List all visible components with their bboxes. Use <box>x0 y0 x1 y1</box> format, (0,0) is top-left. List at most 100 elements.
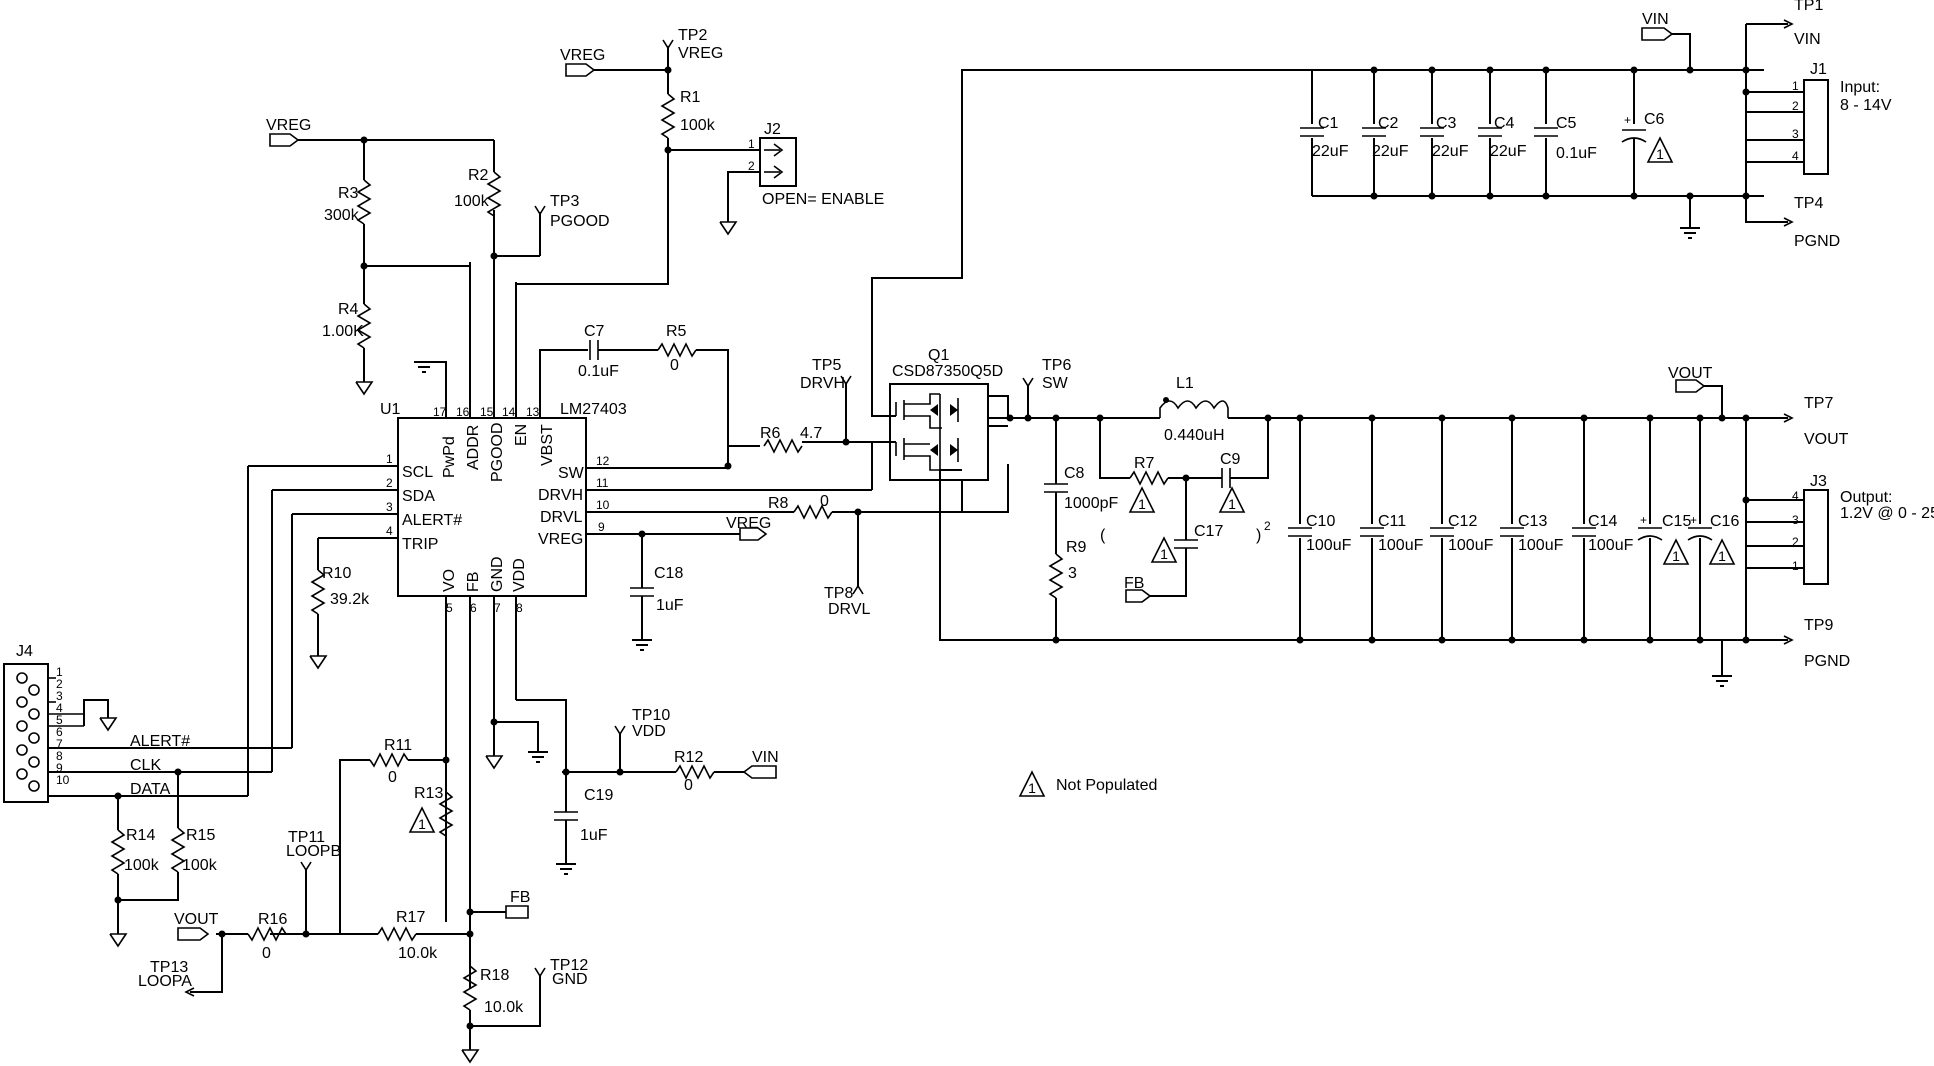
tp13-testpoint[interactable]: TP13 LOOPA <box>138 959 195 997</box>
c10-capacitor[interactable] <box>1288 524 1312 538</box>
l1-inductor[interactable]: L1 0.440uH <box>1159 375 1229 444</box>
superscript-2: 2 <box>1264 519 1271 533</box>
u1-ref-label: U1 <box>380 401 401 418</box>
r17-ref: R17 <box>396 909 425 926</box>
c6-capacitor[interactable]: + <box>1621 113 1647 143</box>
c4-capacitor[interactable] <box>1478 124 1502 138</box>
r1-resistor[interactable] <box>660 93 676 139</box>
j3-desc-line2: 1.2V @ 0 - 25A <box>1840 505 1934 522</box>
tp9-testpoint[interactable]: TP9 PGND <box>1783 617 1850 670</box>
tp5-testpoint[interactable]: TP5 DRVH <box>800 357 852 392</box>
r10-resistor[interactable] <box>310 569 326 615</box>
tp13-net: LOOPA <box>138 973 192 990</box>
c15-not-populated-flag <box>1663 539 1689 565</box>
j1-desc-line2: 8 - 14V <box>1840 97 1892 114</box>
q1-mosfet[interactable]: Q1 CSD87350Q5D <box>889 347 1003 481</box>
j4-pmbus-header[interactable]: J4 <box>3 643 49 803</box>
tp4-testpoint[interactable]: TP4 PGND <box>1783 195 1840 250</box>
u1-controller-ic[interactable]: U1 LM27403 17 16 15 14 13 PwPd ADDR PGOO… <box>248 210 872 988</box>
tp1-testpoint[interactable]: TP1 VIN <box>1783 0 1823 48</box>
r6-resistor[interactable] <box>763 438 803 454</box>
j4-pin10: 10 <box>56 773 70 787</box>
fb-net-comp[interactable]: FB <box>1124 575 1152 603</box>
tp10-testpoint[interactable]: TP10 VDD <box>614 707 670 740</box>
u1-pin-pwpd: PwPd <box>441 436 458 478</box>
vreg-net-top[interactable]: VREG <box>560 47 605 77</box>
vreg-net-pin9[interactable]: VREG <box>726 515 771 541</box>
c8-capacitor[interactable] <box>1044 483 1068 493</box>
j4-pin6: 6 <box>56 725 63 739</box>
r16-resistor[interactable] <box>247 926 287 942</box>
r2-resistor[interactable] <box>486 171 502 217</box>
u1-pin16-num: 16 <box>456 405 470 419</box>
r3-resistor[interactable] <box>356 179 372 225</box>
c4-ref: C4 <box>1494 115 1515 132</box>
j1-input-connector[interactable]: J1 1 2 3 4 Input: 8 - 14V <box>1792 61 1892 175</box>
c4-value: 22uF <box>1490 143 1527 160</box>
u1-pin15-num: 15 <box>480 405 494 419</box>
r7-resistor[interactable] <box>1129 470 1169 486</box>
u1-pin5-num: 5 <box>446 601 453 615</box>
vin-net-bottom[interactable]: VIN <box>742 749 779 779</box>
c16-capacitor[interactable]: + <box>1687 513 1713 541</box>
clk-net-label: CLK <box>130 757 161 774</box>
c15-capacitor[interactable]: + <box>1637 513 1663 541</box>
tp12-testpoint[interactable]: TP12 GND <box>534 957 588 988</box>
c7-capacitor[interactable] <box>589 340 599 360</box>
fb-net-bottom[interactable]: FB <box>505 889 530 919</box>
c8-value: 1000pF <box>1064 495 1118 512</box>
c13-capacitor[interactable] <box>1500 524 1524 538</box>
r9-resistor[interactable] <box>1048 553 1064 599</box>
j2-jumper[interactable]: J2 1 2 OPEN= ENABLE <box>748 121 884 208</box>
c1-capacitor[interactable] <box>1300 124 1324 138</box>
r12-resistor[interactable] <box>675 764 715 780</box>
vreg-net-left[interactable]: VREG <box>266 117 311 147</box>
tp7-testpoint[interactable]: TP7 VOUT <box>1783 395 1849 448</box>
c10-value: 100uF <box>1306 537 1352 554</box>
r4-ref: R4 <box>338 301 359 318</box>
tp3-testpoint[interactable]: TP3 PGOOD <box>534 193 610 230</box>
r18-resistor[interactable] <box>462 965 478 1011</box>
j3-pin4: 4 <box>1792 489 1799 503</box>
c9-capacitor[interactable] <box>1221 468 1231 488</box>
c18-capacitor[interactable] <box>630 587 654 597</box>
tp2-testpoint[interactable]: TP2 VREG <box>662 27 723 62</box>
r15-resistor[interactable] <box>170 827 186 873</box>
c12-capacitor[interactable] <box>1430 524 1454 538</box>
c17-capacitor[interactable] <box>1174 539 1198 549</box>
r12-value: 0 <box>684 777 693 794</box>
r14-resistor[interactable] <box>110 829 126 875</box>
c2-capacitor[interactable] <box>1362 124 1386 138</box>
r9-ref: R9 <box>1066 539 1087 556</box>
u1-pin7-num: 7 <box>494 601 501 615</box>
r11-resistor[interactable] <box>369 752 409 768</box>
vin-net-top[interactable]: VIN <box>1641 11 1674 41</box>
r17-resistor[interactable] <box>377 926 417 942</box>
c19-ref: C19 <box>584 787 613 804</box>
c11-capacitor[interactable] <box>1360 524 1384 538</box>
c19-capacitor[interactable] <box>554 811 578 821</box>
gnd-symbol-c18 <box>631 639 653 651</box>
tp2-net: VREG <box>678 45 723 62</box>
r4-resistor[interactable] <box>356 303 372 349</box>
r14-ref: R14 <box>126 827 155 844</box>
tp11-testpoint[interactable]: TP11 LOOPB <box>286 829 341 872</box>
tp11-ref: TP11 <box>288 829 325 846</box>
tp8-testpoint[interactable]: TP8 DRVL <box>824 584 870 618</box>
tp9-ref: TP9 <box>1804 617 1833 634</box>
tp3-net: PGOOD <box>550 213 610 230</box>
vout-net-right[interactable]: VOUT <box>1668 365 1713 393</box>
r8-resistor[interactable] <box>793 504 833 520</box>
c3-capacitor[interactable] <box>1420 124 1444 138</box>
j3-output-connector[interactable]: J3 4 3 2 1 Output: 1.2V @ 0 - 25A <box>1792 473 1934 585</box>
input-capacitor-bank <box>1312 192 1764 200</box>
tp6-testpoint[interactable]: TP6 SW <box>1022 357 1071 392</box>
c14-capacitor[interactable] <box>1572 524 1596 538</box>
r5-resistor[interactable] <box>657 342 697 358</box>
u1-pin13-num: 13 <box>526 405 540 419</box>
r13-resistor[interactable] <box>438 791 454 837</box>
c3-value: 22uF <box>1432 143 1469 160</box>
c5-capacitor[interactable] <box>1534 124 1558 138</box>
vout-net-bottom[interactable]: VOUT <box>174 911 219 941</box>
svg-text:+: + <box>1690 513 1697 527</box>
